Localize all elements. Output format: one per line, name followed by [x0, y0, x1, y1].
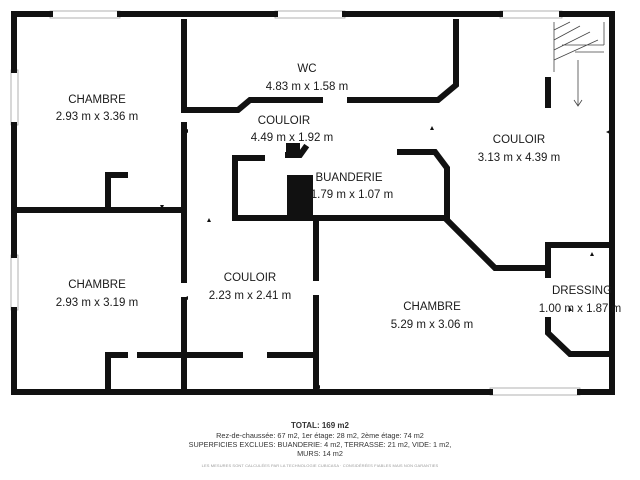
disclaimer-text: LES MESURES SONT CALCULÉES PAR LA TECHNO…	[201, 463, 439, 468]
room-dims-wc: 4.83 m x 1.58 m	[266, 81, 348, 93]
room-name-chambre-sw: CHAMBRE	[68, 279, 126, 291]
stair-arrow	[573, 60, 583, 107]
windows	[10, 10, 581, 396]
wall-east-vertical	[545, 77, 611, 278]
room-dims-chambre-sw: 2.93 m x 3.19 m	[56, 297, 138, 309]
room-dims-couloir-center: 4.49 m x 1.92 m	[251, 132, 333, 144]
wall-buanderie	[232, 155, 448, 221]
wall-east-diagonal	[442, 215, 551, 271]
window-nw-top	[49, 10, 121, 19]
room-name-couloir-south: COULOIR	[224, 272, 276, 284]
wall-dressing	[545, 317, 611, 357]
window-nw-left	[10, 69, 19, 126]
excluded-areas-line: SUPERFICIES EXCLUES: BUANDERIE: 4 m2, TE…	[188, 440, 452, 449]
window-sw-left	[10, 254, 19, 311]
room-dims-dressing: 1.00 m x 1.87 m	[539, 303, 621, 315]
total-area: TOTAL: 169 m2	[291, 421, 349, 430]
staircase	[553, 21, 605, 107]
room-name-couloir-east: COULOIR	[493, 134, 545, 146]
room-dims-couloir-south: 2.23 m x 2.41 m	[209, 290, 291, 302]
column-block	[286, 143, 300, 157]
wall-closet-nw	[105, 172, 128, 213]
floor-plan: CHAMBRE 2.93 m x 3.36 m WC 4.83 m x 1.58…	[10, 10, 621, 396]
chimney-block	[287, 175, 313, 217]
wall-closet-sw	[105, 352, 319, 395]
wall-wc	[181, 19, 459, 113]
window-s-bottom	[489, 387, 581, 396]
walls-area-line: MURS: 14 m2	[297, 449, 343, 458]
room-dims-chambre-s: 5.29 m x 3.06 m	[391, 319, 473, 331]
room-dims-chambre-nw: 2.93 m x 3.36 m	[56, 111, 138, 123]
floor-areas-line: Rez-de-chaussée: 67 m2, 1er étage: 28 m2…	[216, 431, 424, 440]
stair-outline	[553, 22, 605, 72]
room-name-buanderie: BUANDERIE	[315, 172, 382, 184]
exterior-wall	[11, 11, 615, 395]
window-wc-top	[274, 10, 346, 19]
room-name-wc: WC	[297, 63, 316, 75]
door-markers	[63, 126, 610, 389]
room-name-chambre-s: CHAMBRE	[403, 301, 461, 313]
window-east-top	[499, 10, 563, 19]
door-marker	[63, 126, 610, 389]
room-name-chambre-nw: CHAMBRE	[68, 94, 126, 106]
stair-treads	[553, 21, 604, 61]
room-labels: CHAMBRE 2.93 m x 3.36 m WC 4.83 m x 1.58…	[56, 63, 621, 331]
room-name-dressing: DRESSING	[552, 285, 612, 297]
room-name-couloir-center: COULOIR	[258, 115, 310, 127]
room-dims-buanderie: 1.79 m x 1.07 m	[311, 189, 393, 201]
room-dims-couloir-east: 3.13 m x 4.39 m	[478, 152, 560, 164]
